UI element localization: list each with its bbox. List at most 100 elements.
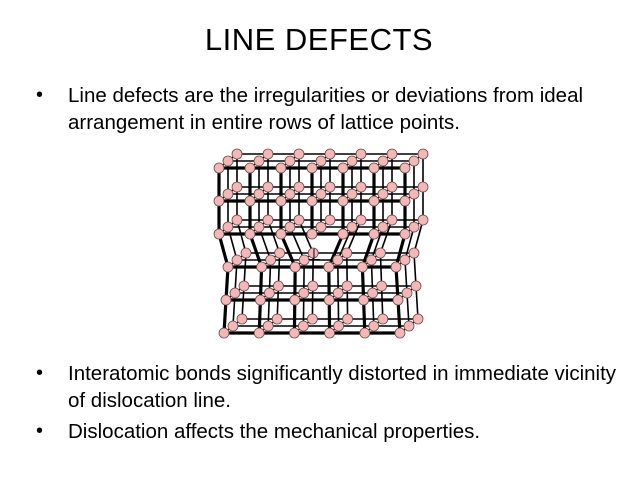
lattice-atom — [323, 261, 335, 273]
lattice-atom — [265, 254, 276, 266]
lattice-atom — [337, 162, 349, 174]
lattice-atom — [213, 228, 225, 240]
vertical-bond — [258, 266, 264, 301]
lattice-atom — [289, 261, 301, 273]
lattice-atom — [298, 287, 310, 299]
vertical-bond — [379, 219, 393, 254]
lattice-atom — [374, 247, 386, 259]
vertical-bond — [243, 252, 247, 287]
lattice-atom — [284, 221, 296, 233]
lattice-atom — [222, 221, 234, 233]
lattice-atom — [324, 181, 336, 193]
lattice-atom — [410, 280, 422, 292]
lattice-atom — [298, 254, 310, 266]
lattice-atom — [408, 247, 420, 259]
lattice-atom — [307, 313, 318, 325]
vertical-bond — [224, 266, 230, 301]
lattice-atom — [390, 261, 402, 273]
lattice-atom — [227, 320, 239, 332]
vertical-bond — [406, 292, 410, 327]
lattice-atom — [417, 181, 429, 193]
vertical-bond — [276, 285, 280, 320]
lattice-atom — [293, 181, 305, 193]
vertical-bond — [360, 266, 366, 301]
lattice-atom — [293, 148, 305, 160]
bullet-item: • Line defects are the irregularities or… — [34, 82, 624, 136]
lattice-atom — [368, 162, 380, 174]
lattice-atom — [332, 254, 344, 266]
lattice-atom — [255, 294, 266, 306]
lattice-atoms — [213, 148, 429, 339]
bullet-marker: • — [36, 420, 44, 442]
lattice-atom — [403, 320, 415, 332]
vertical-bond — [279, 233, 297, 268]
lattice-atom — [218, 327, 230, 339]
lattice-atom — [271, 313, 283, 325]
bullet-text: Line defects are the irregularities or d… — [68, 84, 584, 134]
lattice-atom — [275, 195, 287, 207]
lattice-atom — [392, 294, 404, 306]
lattice-atom — [346, 188, 358, 200]
vertical-bond — [346, 219, 362, 254]
lattice-atom — [244, 228, 256, 240]
vertical-bond — [394, 233, 407, 268]
lattice-atom — [386, 214, 398, 226]
lattice-atom — [264, 287, 275, 299]
vertical-bond — [415, 285, 419, 320]
lattice-atom — [274, 247, 285, 259]
lattice-atom — [289, 327, 300, 339]
lattice-atom — [341, 280, 353, 292]
bullet-text: Dislocation affects the mechanical prope… — [68, 420, 481, 443]
lattice-atom — [315, 188, 327, 200]
lattice-atom — [346, 221, 358, 233]
lattice-atom — [229, 287, 241, 299]
lattice-atom — [359, 327, 371, 339]
lattice-atom — [262, 214, 274, 226]
vertical-bond — [396, 299, 402, 334]
lattice-atom — [358, 294, 370, 306]
lattice-atom — [222, 261, 234, 273]
lattice-atom — [342, 313, 354, 325]
lattice-atom — [324, 327, 336, 339]
vertical-bond — [248, 233, 264, 268]
lattice-atom — [284, 188, 296, 200]
vertical-bond — [217, 233, 230, 268]
lattice-atom — [213, 195, 225, 207]
lattice-atom — [289, 294, 301, 306]
lattice-atom — [356, 261, 368, 273]
lattice-atom — [324, 214, 336, 226]
lattice-atom — [244, 195, 256, 207]
lattice-atom — [256, 261, 267, 273]
lattice-atom — [238, 280, 250, 292]
lattice-atom — [394, 327, 406, 339]
lattice-bonds — [217, 153, 424, 335]
lattice-atom — [417, 148, 429, 160]
lattice-atom — [399, 195, 411, 207]
dislocation-symbol: ⊥ — [307, 245, 321, 264]
lattice-atom — [253, 188, 265, 200]
lattice-atom — [231, 148, 243, 160]
lattice-atom — [333, 320, 345, 332]
lattice-atom — [412, 313, 424, 325]
vertical-bond — [236, 219, 247, 254]
vertical-bond — [404, 226, 415, 261]
lattice-atom — [231, 181, 243, 193]
lattice-atom — [346, 155, 358, 167]
lattice-atom — [399, 162, 411, 174]
lattice-atom — [306, 228, 318, 240]
lattice-atom — [293, 214, 305, 226]
lattice-atom — [236, 313, 248, 325]
vertical-bond — [404, 259, 408, 294]
lattice-atom — [399, 228, 411, 240]
bullet-marker: • — [36, 84, 44, 106]
lattice-atom — [262, 148, 274, 160]
bullet-list-bottom: • Interatomic bonds significantly distor… — [34, 360, 624, 449]
vertical-bond — [413, 219, 424, 254]
vertical-bond — [394, 266, 400, 301]
lattice-atom — [306, 195, 318, 207]
lattice-atom — [332, 287, 344, 299]
lattice-atom — [377, 313, 389, 325]
vertical-bond — [362, 299, 367, 334]
lattice-atom — [262, 320, 274, 332]
lattice-atom — [222, 155, 234, 167]
